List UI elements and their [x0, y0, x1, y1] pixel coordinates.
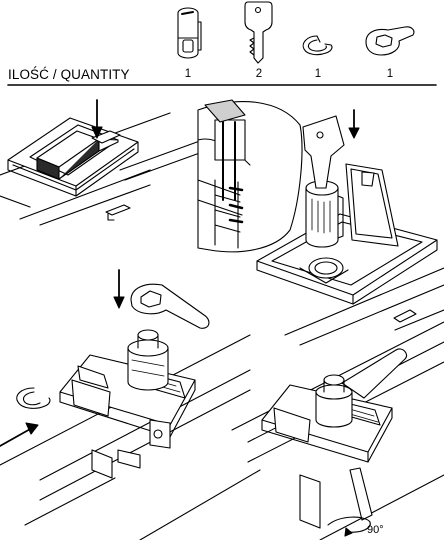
- quantity-retaining-clip: 1: [314, 68, 322, 80]
- quantity-wrench: 1: [386, 68, 394, 80]
- quantity-key: 2: [255, 68, 263, 80]
- wrench-icon: [365, 26, 415, 56]
- quantity-label: ILOŚĆ / QUANTITY: [8, 67, 130, 82]
- step3-illustration: [0, 269, 261, 540]
- retaining-clip-icon: [302, 35, 333, 56]
- step1-illustration: [0, 99, 209, 226]
- step2-illustration: [197, 99, 444, 346]
- rotation-angle-label: 90°: [367, 524, 384, 536]
- quantity-lock-cylinder: 1: [184, 68, 192, 80]
- step4-illustration: [231, 321, 444, 540]
- key-icon: [244, 1, 273, 64]
- lock-cylinder-icon: [177, 7, 202, 59]
